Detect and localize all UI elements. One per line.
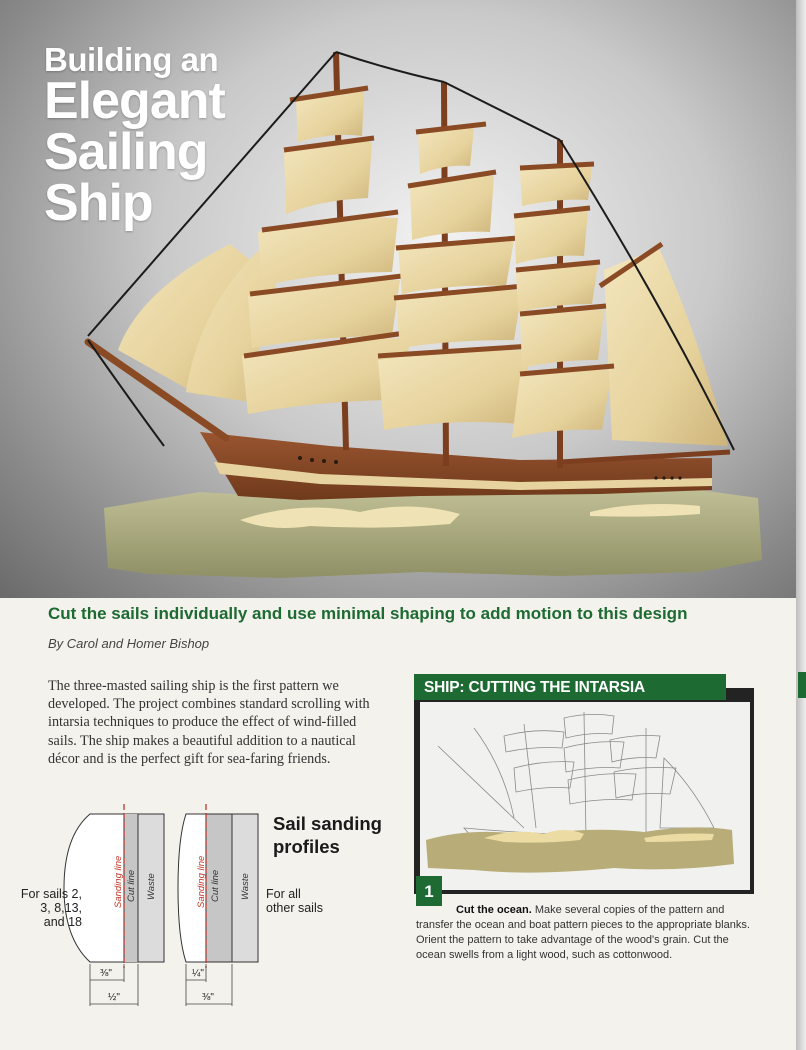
hull-stripe bbox=[214, 462, 712, 490]
sidebar-box: SHIP: CUTTING THE INTARSIA 1 Cut the oce… bbox=[406, 674, 758, 964]
rigging bbox=[87, 51, 735, 451]
hull bbox=[200, 432, 712, 500]
waste-label: Waste bbox=[240, 873, 251, 900]
article-title: Building an Elegant Sailing Ship bbox=[44, 41, 226, 233]
cut-line-label: Cut line bbox=[126, 870, 137, 902]
diagram-label-left: For sails 2, 3, 8,13, and 18 bbox=[20, 887, 82, 929]
mizzen-sails bbox=[512, 161, 728, 446]
main-sails bbox=[377, 121, 533, 430]
step-lead: Cut the ocean. bbox=[456, 904, 532, 916]
dimension-label: ⅜" bbox=[202, 992, 214, 1003]
waste-label: Waste bbox=[146, 873, 157, 900]
diagram-title-line: profiles bbox=[273, 836, 340, 857]
title-line: Elegant bbox=[44, 72, 226, 131]
dimension-label: ¼" bbox=[192, 967, 204, 979]
title-line: Building an bbox=[44, 41, 219, 78]
bowsprit bbox=[84, 338, 230, 442]
title-line: Sailing bbox=[44, 123, 208, 182]
jib-sail bbox=[118, 244, 250, 396]
sanding-line-label: Sanding line bbox=[113, 856, 124, 908]
byline: By Carol and Homer Bishop bbox=[48, 636, 210, 651]
dimension-label: ½" bbox=[108, 992, 120, 1003]
diagram-title: Sail sanding profiles bbox=[273, 812, 382, 858]
portholes bbox=[298, 456, 682, 480]
page-edge bbox=[796, 0, 806, 1050]
pattern-photo-illustration bbox=[420, 702, 750, 890]
sail-profile-right bbox=[177, 813, 207, 963]
boom bbox=[559, 449, 731, 465]
sidebar-header: SHIP: CUTTING THE INTARSIA bbox=[414, 674, 726, 700]
hero-photo: Building an Elegant Sailing Ship bbox=[0, 0, 800, 598]
sail-sanding-diagram: Sanding line Cut line Waste ⅜" ½" Sandin… bbox=[63, 804, 259, 1006]
intro-paragraph: The three-masted sailing ship is the fir… bbox=[48, 678, 370, 767]
ocean-swell bbox=[590, 504, 700, 517]
dimension-label: ⅜" bbox=[100, 968, 112, 979]
diagram-label-right: For all other sails bbox=[266, 887, 323, 915]
wood-base bbox=[104, 486, 762, 578]
step-photo bbox=[414, 688, 754, 894]
ocean-swell bbox=[240, 506, 460, 528]
ocean-swell bbox=[484, 830, 584, 843]
title-line: Ship bbox=[44, 174, 154, 233]
page-tab bbox=[798, 672, 806, 698]
step-description: Cut the ocean. Make several copies of th… bbox=[416, 903, 761, 963]
ocean-swell bbox=[644, 833, 714, 842]
step-body: Make several copies of the pattern and t… bbox=[416, 904, 750, 961]
ship-illustration bbox=[84, 51, 762, 578]
step-number: 1 bbox=[416, 876, 442, 906]
cut-line-label: Cut line bbox=[210, 870, 221, 902]
sanding-line-label: Sanding line bbox=[196, 856, 207, 908]
article-subtitle: Cut the sails individually and use minim… bbox=[48, 604, 688, 623]
fore-sails bbox=[242, 85, 413, 414]
diagram-title-line: Sail sanding bbox=[273, 813, 382, 834]
